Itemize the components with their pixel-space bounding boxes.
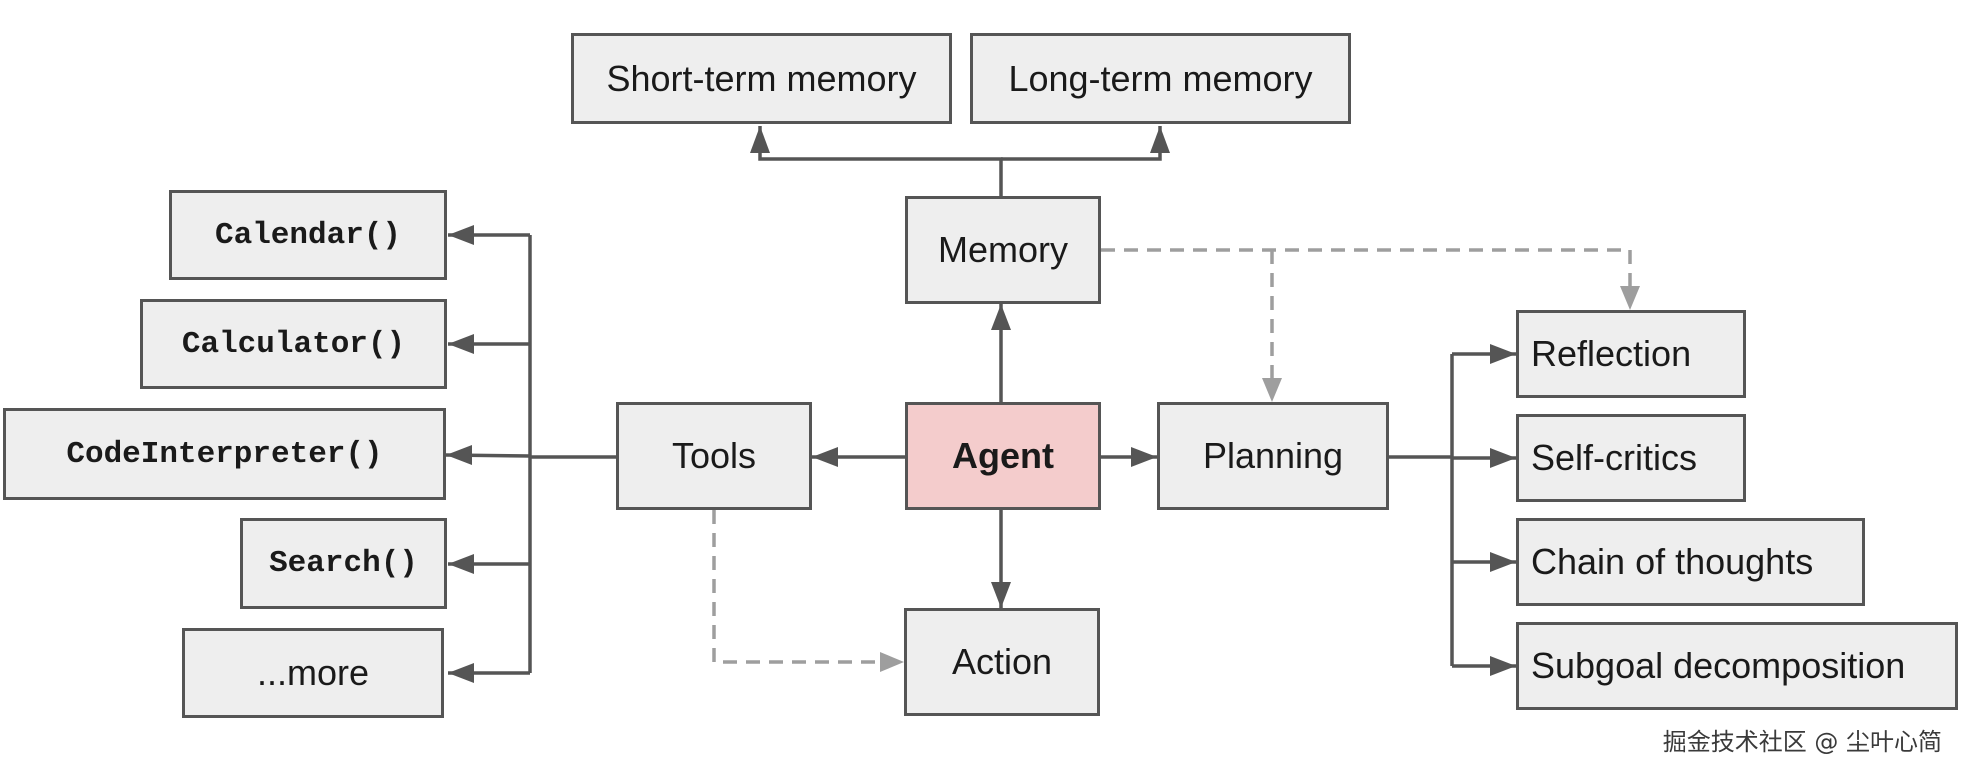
search-tool-node: Search() bbox=[240, 518, 447, 609]
planning-node: Planning bbox=[1157, 402, 1389, 510]
dashed-edge-memory-to-reflection bbox=[1101, 248, 1632, 296]
memory-node: Memory bbox=[905, 196, 1101, 304]
arrowhead-code-interpreter bbox=[446, 445, 472, 465]
edge-memory-to-long-term bbox=[1001, 126, 1162, 161]
arrowhead-self-critics bbox=[1490, 448, 1516, 468]
chain-of-thoughts-node: Chain of thoughts bbox=[1516, 518, 1865, 606]
reflection-node: Reflection bbox=[1516, 310, 1746, 398]
arrowhead-chain-of-thoughts bbox=[1490, 552, 1516, 572]
arrowhead-memory bbox=[991, 304, 1011, 330]
calculator-tool-node: Calculator() bbox=[140, 299, 447, 389]
arrowhead-reflection bbox=[1490, 344, 1516, 364]
arrowhead-search bbox=[448, 554, 474, 574]
tools-node: Tools bbox=[616, 402, 812, 510]
arrowhead-planning bbox=[1131, 447, 1157, 467]
calendar-tool-node: Calendar() bbox=[169, 190, 447, 280]
arrowhead-tools bbox=[812, 447, 838, 467]
dashed-edge-tools-to-action bbox=[712, 510, 880, 664]
arrowhead-action bbox=[991, 582, 1011, 608]
edge-tools-bus bbox=[528, 235, 617, 673]
long-term-memory-node: Long-term memory bbox=[970, 33, 1351, 124]
self-critics-node: Self-critics bbox=[1516, 414, 1746, 502]
dashed-arrowhead-planning bbox=[1262, 378, 1282, 402]
agent-node: Agent bbox=[905, 402, 1101, 510]
subgoal-decomposition-node: Subgoal decomposition bbox=[1516, 622, 1958, 710]
arrowhead-short-term bbox=[750, 126, 770, 153]
watermark-text: 掘金技术社区 @ 尘叶心简 bbox=[1662, 728, 1942, 756]
more-tools-node: ...more bbox=[182, 628, 444, 718]
arrowhead-long-term bbox=[1150, 126, 1170, 153]
arrowhead-calendar bbox=[448, 225, 474, 245]
action-node: Action bbox=[904, 608, 1100, 716]
arrowhead-subgoal-decomposition bbox=[1490, 656, 1516, 676]
arrowhead-calculator bbox=[448, 334, 474, 354]
short-term-memory-node: Short-term memory bbox=[571, 33, 952, 124]
code-interpreter-tool-node: CodeInterpreter() bbox=[3, 408, 446, 500]
dashed-arrowhead-action bbox=[880, 652, 904, 672]
dashed-arrowhead-reflection bbox=[1620, 286, 1640, 310]
arrowhead-more bbox=[448, 663, 474, 683]
edge-memory-to-short-term bbox=[758, 126, 1003, 196]
edge-planning-bus bbox=[1387, 354, 1454, 666]
